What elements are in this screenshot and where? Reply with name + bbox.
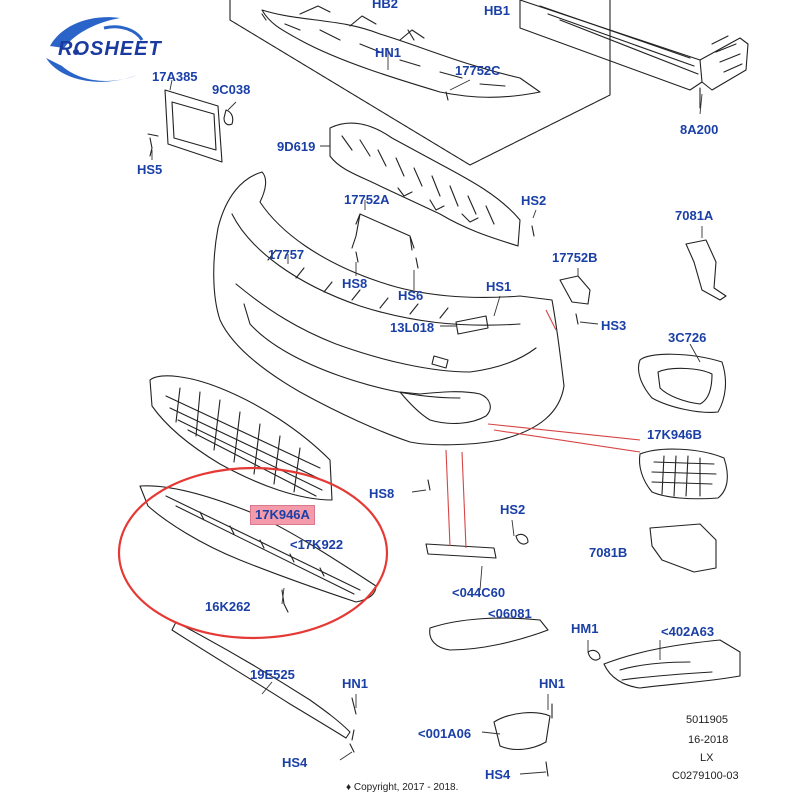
mounting-bracket-a xyxy=(351,213,415,251)
label-hs2-top: HS2 xyxy=(521,193,547,208)
lower-strip xyxy=(171,621,351,739)
callout-line-17k946b xyxy=(487,423,641,453)
label-17757: 17757 xyxy=(268,247,305,262)
label-8a200: 8A200 xyxy=(680,122,719,137)
label-17752c: 17752C xyxy=(455,63,501,78)
lower-undertray xyxy=(139,485,377,603)
callout-line-main xyxy=(545,309,557,331)
label-hs1: HS1 xyxy=(486,279,512,294)
label-hm1: HM1 xyxy=(571,621,599,636)
copyright-notice: ♦ Copyright, 2017 - 2018. xyxy=(346,782,459,793)
highlight-ring xyxy=(117,466,389,640)
label-hs4-left: HS4 xyxy=(282,755,308,770)
license-plate-bracket xyxy=(164,89,223,163)
label-17k946b: 17K946B xyxy=(647,427,702,442)
label-402a63: <402A63 xyxy=(661,624,715,639)
bumper-beam xyxy=(519,0,703,91)
label-19e525: 19E525 xyxy=(250,667,295,682)
bumper-cover xyxy=(213,171,565,446)
label-9d619: 9D619 xyxy=(277,139,316,154)
brand-logo-text: ROSHEET xyxy=(58,38,162,60)
label-7081a: 7081A xyxy=(675,208,714,223)
label-044c60: <044C60 xyxy=(452,585,506,600)
side-bracket-upper xyxy=(685,239,727,301)
label-hs5: HS5 xyxy=(137,162,163,177)
label-hb1: HB1 xyxy=(484,3,511,18)
label-hn1-left: HN1 xyxy=(342,676,369,691)
doc-number: 5011905 xyxy=(686,714,729,726)
label-17752a: 17752A xyxy=(344,192,390,207)
label-hn1-right: HN1 xyxy=(539,676,566,691)
label-hs8-top: HS8 xyxy=(342,276,368,291)
upper-shield xyxy=(261,9,541,98)
label-hs2-mid: HS2 xyxy=(500,502,526,517)
label-06081: <06081 xyxy=(488,606,532,621)
mounting-bracket-b xyxy=(559,275,591,305)
callout-line-044c60 xyxy=(445,449,467,549)
label-17a385: 17A385 xyxy=(152,69,198,84)
label-13l018: 13L018 xyxy=(390,320,435,335)
doc-model: LX xyxy=(700,752,714,764)
tow-eye-cover xyxy=(455,315,489,335)
lower-bracket xyxy=(493,712,551,751)
label-16k262: 16K262 xyxy=(205,599,251,614)
label-001a06: <001A06 xyxy=(418,726,472,741)
fog-lamp-bezel xyxy=(637,353,727,413)
doc-code: C0279100-03 xyxy=(672,770,739,782)
label-hs4-right: HS4 xyxy=(485,767,511,782)
label-17k922: <17K922 xyxy=(290,537,344,552)
doc-date: 16-2018 xyxy=(688,734,729,746)
label-hn1-top: HN1 xyxy=(375,45,402,60)
label-17752b: 17752B xyxy=(552,250,598,265)
label-hs6: HS6 xyxy=(398,288,424,303)
grille-carrier xyxy=(329,122,521,247)
label-7081b: 7081B xyxy=(589,545,628,560)
label-hs3: HS3 xyxy=(601,318,627,333)
label-hs8-mid: HS8 xyxy=(369,486,395,501)
reflector-strip xyxy=(425,543,497,559)
label-9c038: 9C038 xyxy=(212,82,251,97)
side-grille xyxy=(638,448,728,500)
air-duct xyxy=(603,639,741,689)
upper-assembly-frame xyxy=(229,0,611,166)
lower-grille xyxy=(149,375,333,501)
brand-logo xyxy=(46,17,144,82)
lower-trim xyxy=(429,617,549,651)
side-bracket-lower xyxy=(649,523,717,573)
label-hb2: HB2 xyxy=(372,0,399,11)
label-17k946a: 17K946A xyxy=(250,505,315,525)
label-3c726: 3C726 xyxy=(668,330,707,345)
